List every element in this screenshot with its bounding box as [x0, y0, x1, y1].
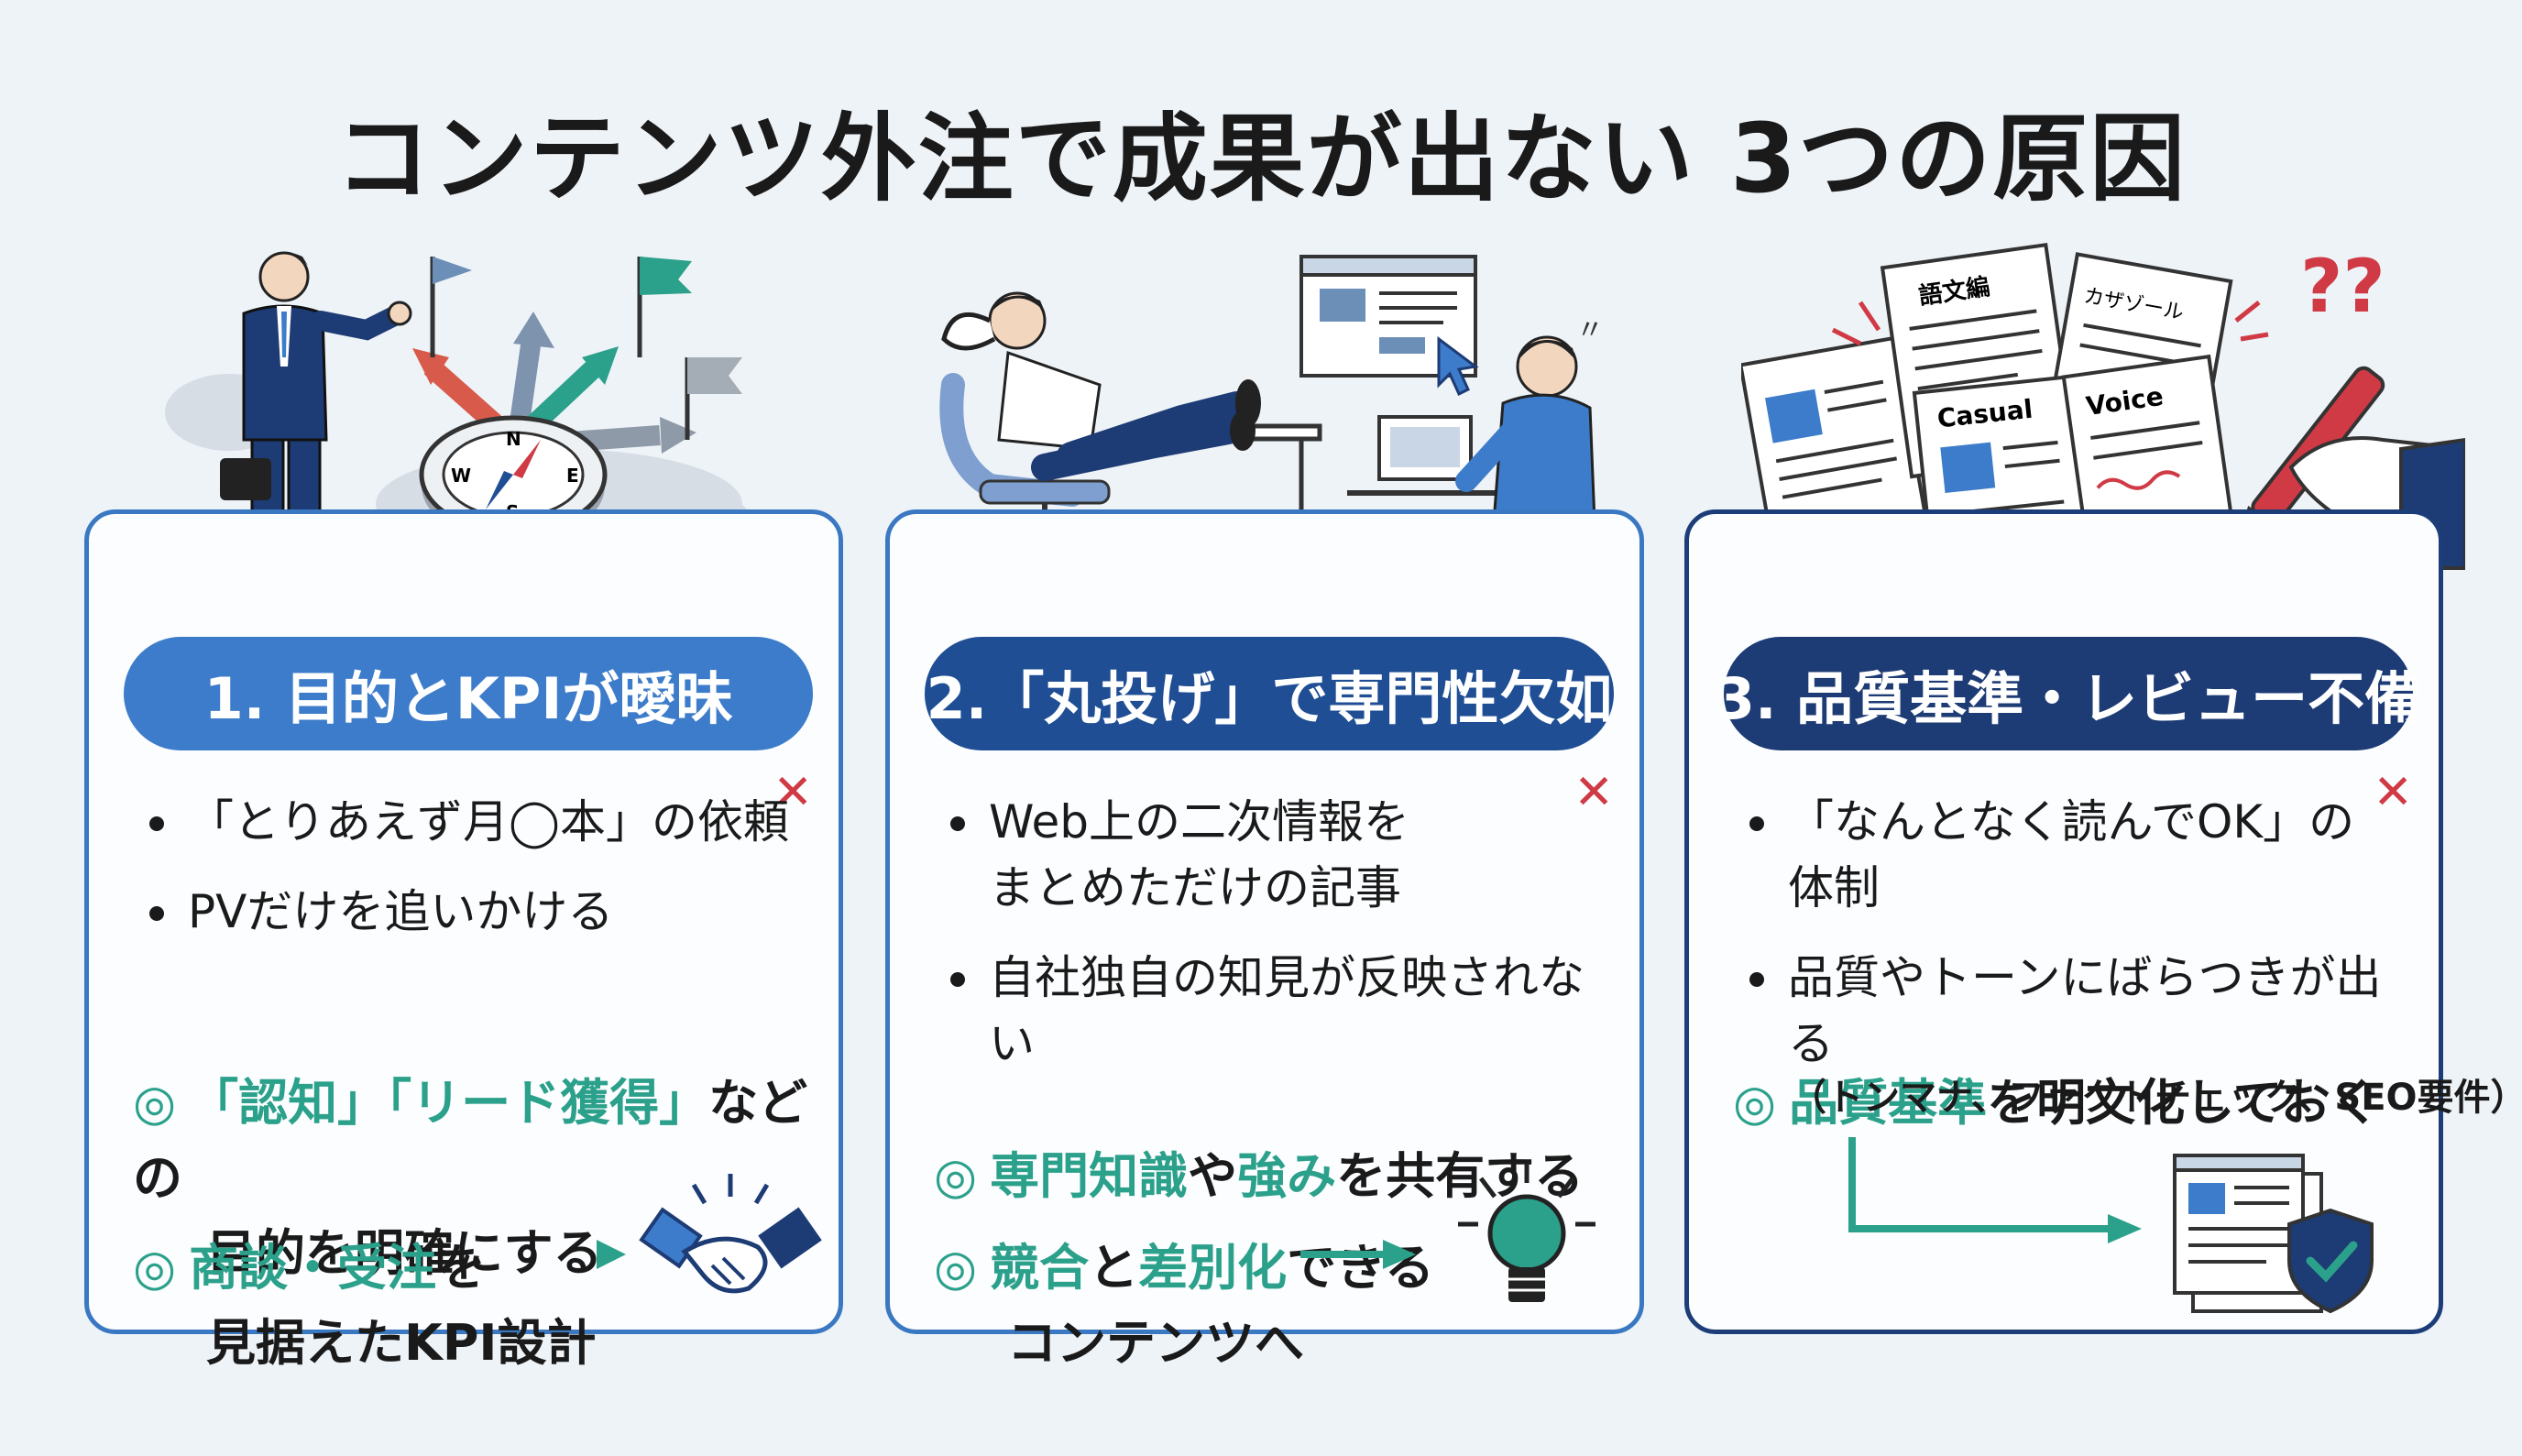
- solution-item: ◎商談・受注を 見据えたKPI設計: [133, 1155, 597, 1456]
- cause-card-3: 3. 品質基準・レビュー不備 ✕ 「なんとなく読んでOK」の体制 品質やトーンに…: [1684, 509, 2522, 1334]
- illustration-quality: 語文編 カザゾール Casual Voice ✕: [1741, 242, 2465, 596]
- solution-item: ◎「認知」「リード獲得」などの 目的を明確にする: [133, 991, 839, 1366]
- cross-icon: ✕: [2373, 765, 2413, 820]
- problem-item: PVだけを追いかける: [146, 879, 796, 945]
- shield-check-icon: [2287, 1208, 2374, 1314]
- problem-item: Web上の二次情報を まとめただけの記事: [947, 789, 1597, 921]
- solution-text-line2: 見据えたKPI設計: [206, 1314, 597, 1372]
- solution-highlight: 専門知識: [990, 1147, 1189, 1205]
- arrow-right-icon: [1848, 1137, 2142, 1243]
- solution-highlight: 強み: [1237, 1147, 1337, 1205]
- solution-text: と: [1089, 1239, 1139, 1297]
- solution-text: を共有する: [1336, 1147, 1584, 1205]
- solution-highlight: 品質基準: [1789, 1074, 1988, 1132]
- problem-list: 「とりあえず月◯本」の依頼 PVだけを追いかける: [146, 789, 796, 969]
- cause-card-2: 2.「丸投げ」で専門性欠如 ✕ Web上の二次情報を まとめただけの記事 自社独…: [885, 509, 1644, 1372]
- cause-heading-3: 3. 品質基準・レビュー不備: [1716, 637, 2421, 750]
- cross-icon: ✕: [1574, 765, 1614, 820]
- problem-item: 「とりあえず月◯本」の依頼: [146, 789, 796, 855]
- cause-heading-2: 2.「丸投げ」で専門性欠如: [925, 637, 1614, 750]
- solution-text: できる: [1287, 1239, 1435, 1297]
- solution-item: ◎競合と差別化できる コンテンツへ: [934, 1155, 1434, 1456]
- play-arrow-icon: [597, 1240, 626, 1269]
- double-circle-icon: ◎: [934, 1147, 978, 1205]
- solution-text: を: [436, 1239, 487, 1297]
- solution-text: を明文化しておく: [1987, 1074, 2380, 1132]
- cause-card-1: 1. 目的とKPIが曖昧 ✕ 「とりあえず月◯本」の依頼 PVだけを追いかける …: [84, 509, 843, 1372]
- relaxed-person-icon: [941, 291, 1261, 481]
- solution-item: ◎専門知識や強みを共有する: [934, 1064, 1584, 1214]
- documents-icon: 語文編 カザゾール Casual Voice ✕: [1741, 242, 2237, 596]
- problem-item: 自社独自の知見が反映されない: [947, 945, 1597, 1077]
- handshake-icon: [639, 1174, 822, 1294]
- double-circle-icon: ◎: [1733, 1074, 1777, 1132]
- svg-text:W: W: [451, 465, 471, 487]
- problem-item: 「なんとなく読んでOK」の体制: [1746, 789, 2396, 921]
- solution-text: や: [1188, 1147, 1238, 1205]
- solution-text: などの: [133, 1074, 808, 1207]
- solution-highlight: 商談・受注: [189, 1239, 437, 1297]
- problem-list: Web上の二次情報を まとめただけの記事 自社独自の知見が反映されない: [947, 789, 1597, 1100]
- problem-item: 品質やトーンにばらつきが出る: [1746, 945, 2396, 1077]
- double-circle-icon: ◎: [934, 1239, 978, 1297]
- page-title: コンテンツ外注で成果が出ない 3つの原因: [334, 103, 2188, 214]
- solution-highlight: 競合: [990, 1239, 1090, 1297]
- document-shield-icon: [2173, 1154, 2374, 1314]
- solution-item: ◎品質基準を明文化しておく: [1733, 991, 2380, 1141]
- svg-text:〃: 〃: [1576, 314, 1604, 346]
- cause-heading-1: 1. 目的とKPIが曖昧: [124, 637, 813, 750]
- problem-list: 「なんとなく読んでOK」の体制 品質やトーンにばらつきが出る: [1746, 789, 2396, 1100]
- solution-highlight: 差別化: [1138, 1239, 1288, 1297]
- cross-icon: ✕: [773, 765, 813, 820]
- flag-icon: [430, 257, 742, 440]
- arrow-right-icon: [1300, 1240, 1416, 1269]
- svg-text:N: N: [506, 428, 521, 450]
- question-icon: ??: [2300, 244, 2385, 329]
- solution-text-line2: 目的を明確にする: [206, 1224, 603, 1282]
- solution-highlight: 「認知」「リード獲得」: [189, 1074, 709, 1132]
- solution-text-line2: コンテンツへ: [1007, 1314, 1304, 1372]
- double-circle-icon: ◎: [133, 1239, 177, 1297]
- alert-lines: [1831, 301, 2269, 346]
- solution-note: （トンマナ、ファクトチェック、SEO要件）: [1790, 1077, 2522, 1119]
- lightbulb-icon: [1458, 1163, 1595, 1302]
- worker-laptop-icon: 〃: [1347, 314, 1604, 524]
- cursor-icon: [1437, 336, 1479, 397]
- svg-text:E: E: [566, 465, 579, 487]
- double-circle-icon: ◎: [133, 1074, 177, 1132]
